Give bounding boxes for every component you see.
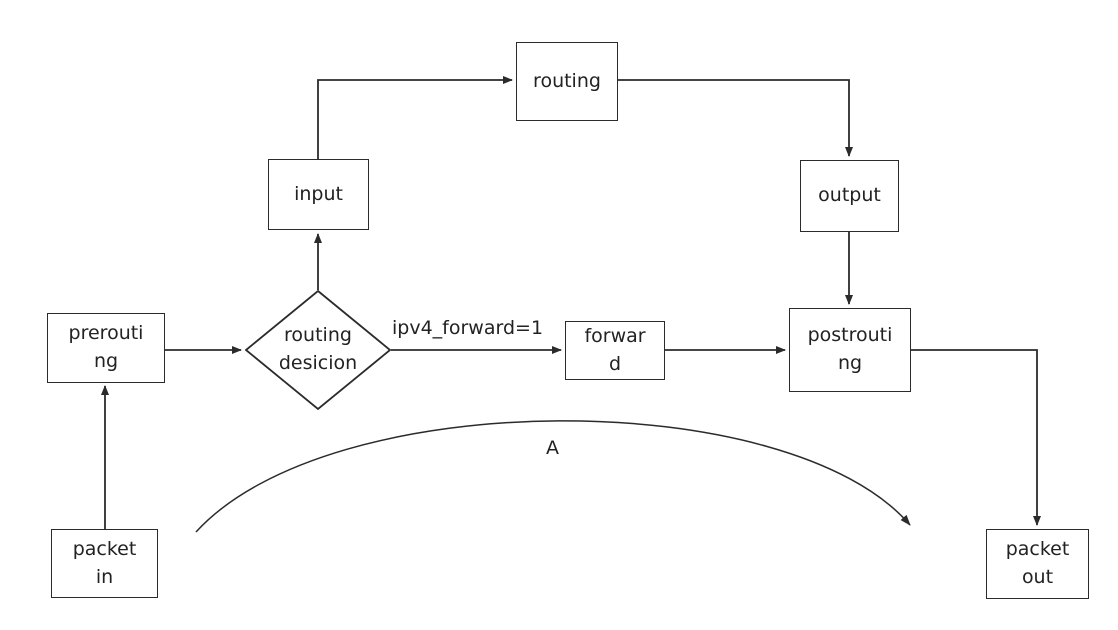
node-packet-out[interactable]: packet out <box>986 529 1089 599</box>
edge-postrouting-to-packet-out <box>911 349 1041 526</box>
edge-label-ipv4-forward: ipv4_forward=1 <box>392 317 544 339</box>
node-routing-decision-label: routing desicion <box>278 324 358 374</box>
node-input-label: input <box>294 182 343 205</box>
diamond-shape <box>245 290 391 410</box>
edge-input-to-routing <box>317 76 513 159</box>
node-forward[interactable]: forwar d <box>565 321 665 380</box>
node-forward-label: forwar d <box>584 324 646 375</box>
node-packet-in-label: packet in <box>72 537 137 588</box>
node-packet-out-label: packet out <box>1005 538 1070 588</box>
node-packet-in[interactable]: packet in <box>51 529 158 598</box>
node-routing[interactable]: routing <box>516 42 618 121</box>
edge-label-arc-a: A <box>546 437 559 459</box>
node-postrouting-label: postrouti ng <box>807 324 893 374</box>
node-postrouting[interactable]: postrouti ng <box>789 308 911 392</box>
node-input[interactable]: input <box>268 159 369 230</box>
node-output[interactable]: output <box>800 160 899 232</box>
node-prerouting-label: prerouti ng <box>68 322 144 372</box>
edge-routing-to-output <box>618 79 853 157</box>
node-output-label: output <box>818 184 881 207</box>
node-prerouting[interactable]: prerouti ng <box>47 313 165 383</box>
node-routing-decision[interactable]: routing desicion <box>245 290 391 410</box>
node-routing-label: routing <box>533 69 601 92</box>
edge-arc-a <box>195 420 911 533</box>
